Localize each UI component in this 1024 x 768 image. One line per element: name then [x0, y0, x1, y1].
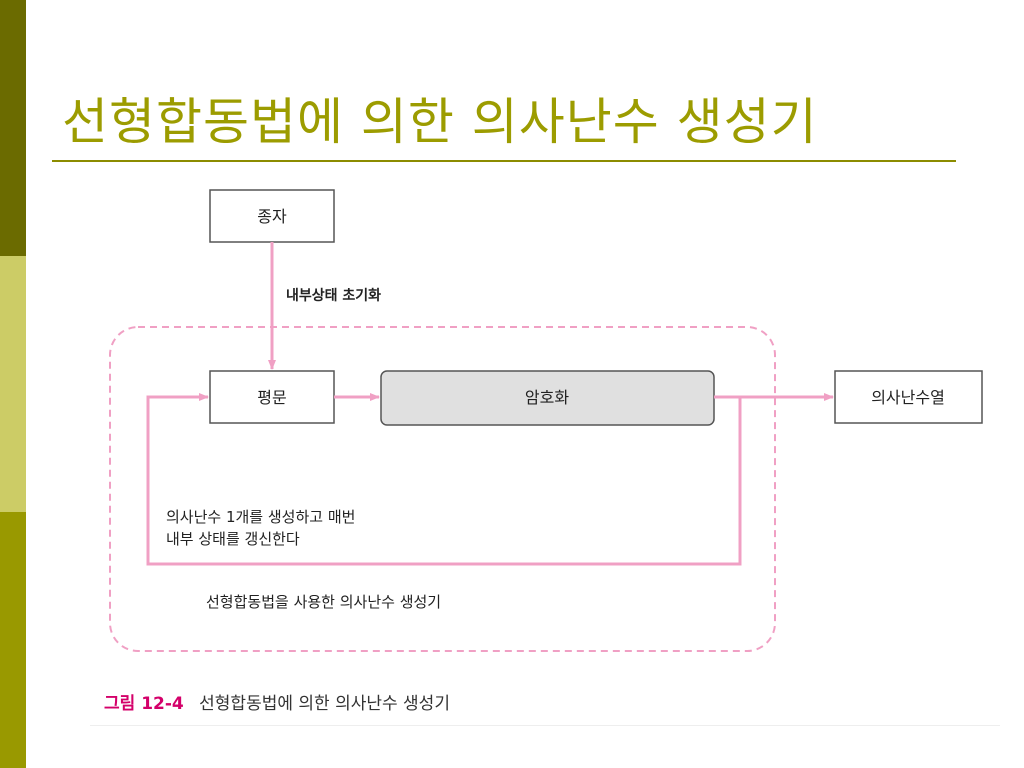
- output-box-label: 의사난수열: [871, 388, 945, 407]
- sidebar-band-bottom: [0, 512, 26, 768]
- output-node: 의사난수열: [834, 370, 983, 424]
- feedback-loop-arrow: [146, 393, 742, 566]
- feedback-text-line1: 의사난수 1개를 생성하고 매번: [166, 508, 355, 526]
- seed-node: 종자: [209, 189, 335, 243]
- caption-divider: [90, 725, 1000, 726]
- figure-caption-text: 선형합동법에 의한 의사난수 생성기: [199, 694, 450, 714]
- plaintext-node: 평문: [209, 370, 335, 424]
- seed-box-label: 종자: [257, 207, 287, 226]
- init-label: 내부상태 초기화: [286, 288, 381, 304]
- slide-title: 선형합동법에 의한 의사난수 생성기: [62, 93, 818, 151]
- generator-region-border: [109, 326, 776, 652]
- sidebar-band-middle: [0, 256, 26, 512]
- title-underline: [52, 160, 956, 162]
- encrypt-box-label: 암호화: [525, 388, 569, 407]
- figure-caption: 그림 12-4 선형합동법에 의한 의사난수 생성기: [104, 689, 450, 714]
- generator-region-label: 선형합동법을 사용한 의사난수 생성기: [206, 593, 441, 611]
- feedback-text-line2: 내부 상태를 갱신한다: [166, 530, 300, 548]
- figure-label: 그림 12-4: [104, 694, 184, 714]
- plaintext-box-label: 평문: [257, 388, 286, 407]
- sidebar-band-top: [0, 0, 26, 256]
- encrypt-node: 암호화: [380, 370, 715, 426]
